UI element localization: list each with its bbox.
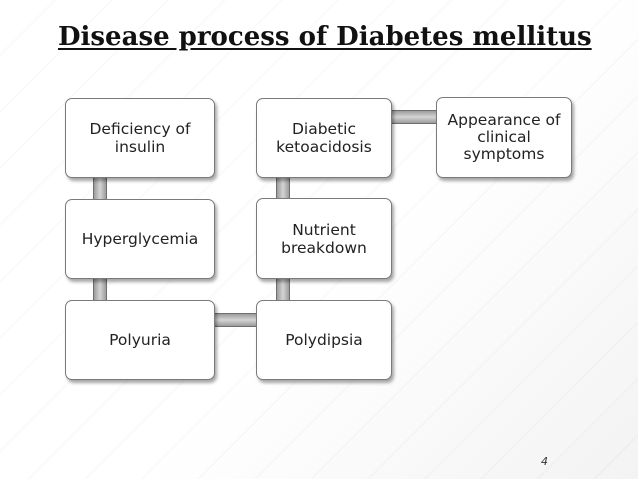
box-nutrient-breakdown: Nutrient breakdown xyxy=(256,198,392,279)
box-diabetic-ketoacidosis: Diabetic ketoacidosis xyxy=(256,98,392,178)
connector-hyperglycemia-polyuria xyxy=(93,276,107,302)
box-label: Appearance of clinical symptoms xyxy=(447,111,561,163)
box-polydipsia: Polydipsia xyxy=(256,300,392,380)
box-hyperglycemia: Hyperglycemia xyxy=(65,199,215,279)
slide-title: Disease process of Diabetes mellitus xyxy=(58,22,592,52)
box-deficiency-of-insulin: Deficiency of insulin xyxy=(65,98,215,178)
box-appearance-of-clinical-symptoms: Appearance of clinical symptoms xyxy=(436,97,572,178)
connector-polyuria-polydipsia xyxy=(210,313,260,327)
box-polyuria: Polyuria xyxy=(65,300,215,380)
box-label: Polyuria xyxy=(109,331,171,349)
box-label: Nutrient breakdown xyxy=(281,220,367,257)
box-label: Diabetic ketoacidosis xyxy=(276,120,372,156)
page-number: 4 xyxy=(541,455,548,468)
box-label: Deficiency of insulin xyxy=(89,120,191,156)
box-label: Hyperglycemia xyxy=(81,230,199,248)
connector-ketoacidosis-symptoms xyxy=(390,110,440,124)
box-label: Polydipsia xyxy=(285,331,363,349)
